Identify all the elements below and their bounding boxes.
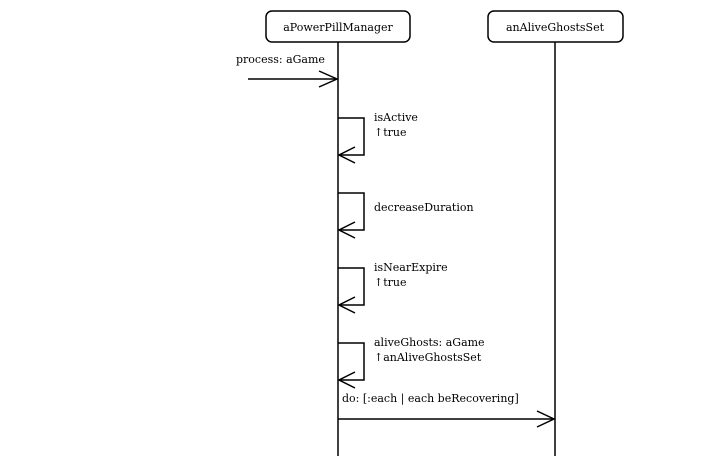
lifeline-label: aPowerPillManager [283,21,393,34]
self-message-decreaseduration: decreaseDuration [337,192,474,239]
return-label: ↑anAliveGhostsSet [374,351,482,364]
message-label: process: aGame [236,53,325,66]
lifeline-label: anAliveGhostsSet [506,21,605,34]
arrowhead-icon [337,371,356,389]
arrowhead-icon [536,410,556,428]
self-message-isnearexpire: isNearExpire ↑true [337,261,448,314]
arrowhead-icon [337,221,356,239]
arrowhead-icon [337,296,356,314]
self-message-isactive: isActive ↑true [337,111,418,164]
message-label: decreaseDuration [374,201,474,214]
call-message-do: do: [:each | each beRecovering] [338,392,556,428]
arrowhead-icon [337,146,356,164]
lifeline-analiveghostsset[interactable]: anAliveGhostsSet [487,10,624,43]
return-label: ↑true [374,276,407,289]
incoming-message: process: aGame [236,53,339,88]
lifeline-apowerpillmanager[interactable]: aPowerPillManager [265,10,411,43]
message-label: isActive [374,111,418,124]
arrowhead-icon [318,70,339,88]
message-label: do: [:each | each beRecovering] [342,392,519,406]
message-label: isNearExpire [374,261,448,274]
self-message-aliveghosts: aliveGhosts: aGame ↑anAliveGhostsSet [337,336,485,389]
return-label: ↑true [374,126,407,139]
message-label: aliveGhosts: aGame [374,336,485,349]
